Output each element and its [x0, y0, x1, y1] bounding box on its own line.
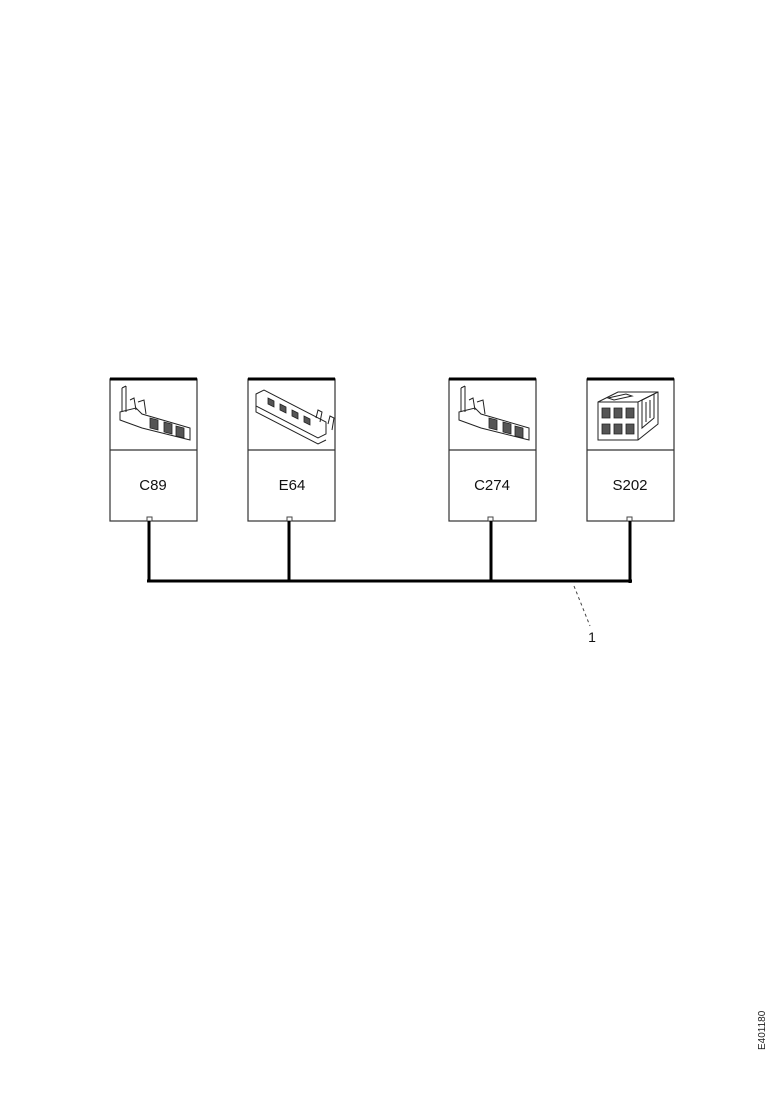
reference-code: E401180: [757, 1010, 768, 1050]
callout-leader-line: [573, 585, 591, 627]
callout-1: 1: [573, 585, 596, 645]
connector-e64[interactable]: E64: [247, 377, 336, 522]
terminal-strip-icon: [255, 389, 335, 445]
connector-c274-pin: [487, 516, 494, 522]
connector-c274[interactable]: C274: [448, 377, 537, 522]
connector-s202-label: S202: [612, 477, 647, 494]
connector-c89-pin: [146, 516, 153, 522]
connector-c89-label: C89: [139, 477, 167, 494]
connector-e64-pin: [286, 516, 293, 522]
terminal-pin-icon: [119, 385, 191, 441]
callout-number: 1: [588, 629, 596, 645]
connector-housing-icon: [597, 391, 659, 441]
terminal-pin-icon: [458, 385, 530, 441]
connector-s202-pin: [626, 516, 633, 522]
wiring-harness: [147, 521, 632, 583]
connector-c274-label: C274: [474, 477, 510, 494]
connector-s202[interactable]: S202: [586, 377, 675, 522]
connector-c89[interactable]: C89: [109, 377, 198, 522]
connector-e64-label: E64: [279, 477, 306, 494]
